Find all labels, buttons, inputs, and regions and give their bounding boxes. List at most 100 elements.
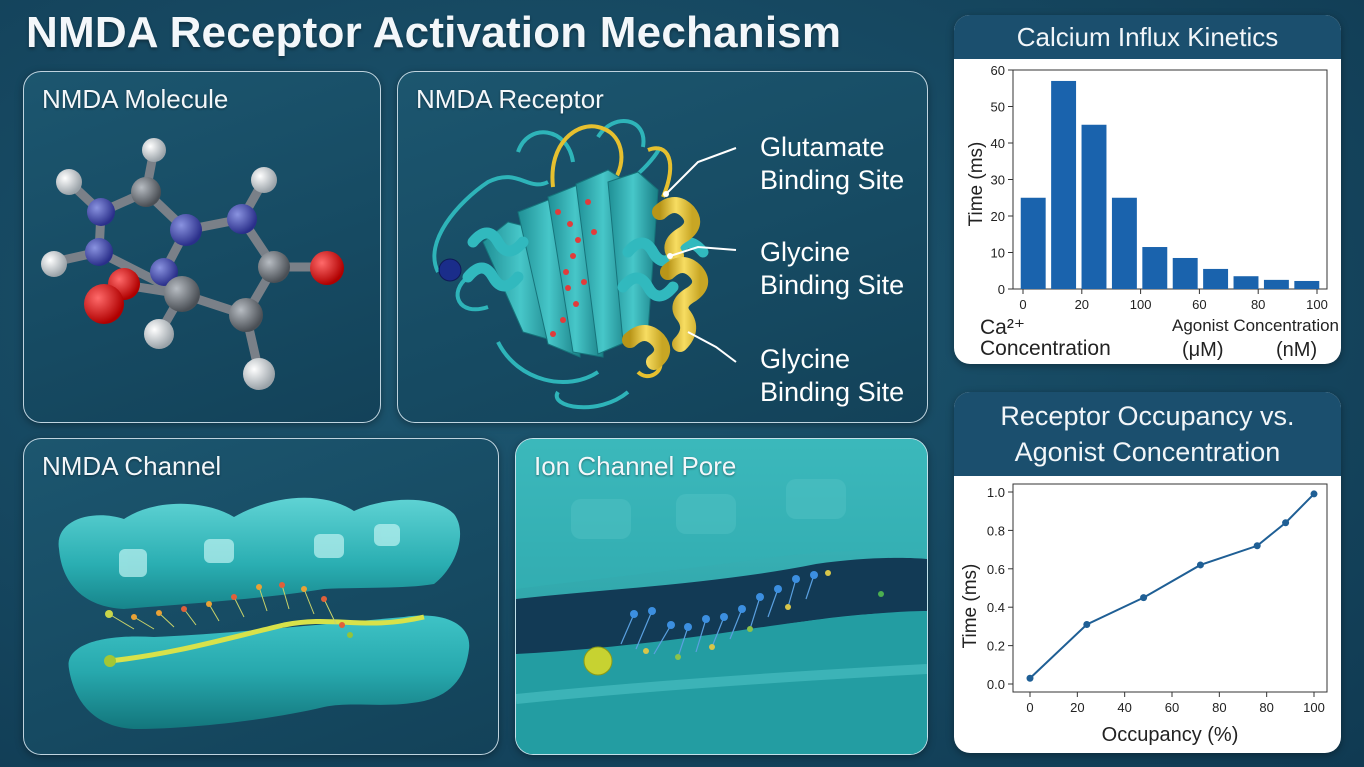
chart1-bar (1263, 279, 1289, 289)
chart1-bar (1111, 197, 1137, 289)
panel-title-channel: NMDA Channel (42, 451, 222, 481)
chart1-xtick-label: 100 (1130, 297, 1152, 312)
chart2-series-line (1029, 493, 1315, 679)
ion-dots (105, 582, 353, 638)
pore-upper-wall (516, 439, 927, 589)
panel-nmda-molecule: NMDA Molecule (23, 71, 381, 423)
ion-strand (108, 584, 337, 630)
chart1-bar (1294, 280, 1320, 289)
nmda-channel-illustration (58, 497, 470, 729)
chart1-bar (1233, 276, 1259, 289)
chart2-xlabel: Occupancy (%) (1102, 724, 1239, 746)
chart1-ytick-label: 50 (991, 100, 1005, 115)
yellow-helices (622, 197, 709, 370)
chart2-ytick-label: 0.6 (987, 562, 1005, 577)
ion-sphere (583, 646, 613, 676)
chart1-ylabel: Time (ms) (966, 142, 987, 227)
chart1-ytick-label: 40 (991, 136, 1005, 151)
chart-receptor-occupancy: Receptor Occupancy vs. Agonist Concentra… (954, 392, 1341, 753)
chart2-ytick-label: 0.4 (987, 600, 1005, 615)
chart2-xtick-label: 40 (1117, 700, 1131, 715)
panel-nmda-receptor: NMDA Receptor (397, 71, 928, 423)
chart2-point (1140, 594, 1148, 602)
chart1-ytick-label: 10 (991, 246, 1005, 261)
chart2-title-line1: Receptor Occupancy vs. (1000, 401, 1295, 431)
label-glycine1-line2: Binding Site (760, 270, 904, 300)
chart2-ylabel: Time (ms) (960, 564, 981, 649)
ion-pore-illustration (516, 439, 927, 754)
chart1-xlabel-left-2: Concentration (980, 337, 1111, 360)
chart1-xtick-label: 80 (1251, 297, 1265, 312)
chart2-xtick-label: 20 (1070, 700, 1084, 715)
label-glycine2-line2: Binding Site (760, 377, 904, 407)
chart2-xtick-label: 60 (1165, 700, 1179, 715)
terminal-sphere (438, 258, 462, 282)
chart2-point (1026, 674, 1034, 682)
chart1-ytick-label: 0 (998, 282, 1005, 297)
pore-ion-strand (620, 574, 815, 658)
chart2-title-line2: Agonist Concentration (1014, 437, 1281, 467)
chart1-xtick-label: 100 (1306, 297, 1328, 312)
label-glutamate-line2: Binding Site (760, 165, 904, 195)
chart2-point (1282, 519, 1290, 527)
panel-nmda-channel: NMDA Channel (23, 438, 499, 755)
chart1-xlabel-unit-nm: (nM) (1276, 339, 1317, 361)
chart1-bar (1020, 197, 1046, 289)
molecule-atoms (41, 138, 344, 390)
chart1-xtick-label: 20 (1075, 297, 1089, 312)
panel-ion-channel-pore: Ion Channel Pore (515, 438, 928, 755)
chart2-xtick-label: 100 (1303, 700, 1325, 715)
chart1-title: Calcium Influx Kinetics (1016, 22, 1279, 52)
chart2-point (1310, 490, 1318, 498)
chart2-xtick-label: 80 (1212, 700, 1226, 715)
chart2-xtick-label: 80 (1259, 700, 1273, 715)
chart1-xtick-label: 60 (1192, 297, 1206, 312)
chart2-ytick-label: 1.0 (987, 485, 1005, 500)
pore-ion-dots (630, 570, 884, 660)
chart2-header: Receptor Occupancy vs. Agonist Concentra… (954, 392, 1341, 476)
panel-title-pore: Ion Channel Pore (534, 451, 737, 481)
label-glycine-site-2: Glycine Binding Site (760, 344, 904, 407)
chart1-bar (1051, 80, 1077, 289)
chart1-bar (1142, 247, 1168, 289)
chart-calcium-influx: Calcium Influx Kinetics Time (ms) Ca²⁺ C… (954, 15, 1341, 364)
nmda-receptor-illustration: Glutamate Binding Site Glycine Binding S… (432, 119, 904, 410)
chart1-bar (1081, 124, 1107, 289)
chart1-ytick-label: 30 (991, 173, 1005, 188)
page-title: NMDA Receptor Activation Mechanism (26, 8, 842, 57)
chart1-xlabel-right-top: Agonist Concentration (1172, 316, 1339, 335)
chart2-point (1253, 542, 1261, 550)
chart2-ytick-label: 0.8 (987, 523, 1005, 538)
residue-chain (550, 199, 597, 337)
nmda-molecule-illustration (41, 138, 344, 390)
label-glycine1-line1: Glycine (760, 237, 850, 267)
chart1-bar (1203, 268, 1229, 289)
chart1-xlabel-unit-um: (μM) (1182, 339, 1224, 361)
chart1-ytick-label: 60 (991, 63, 1005, 78)
panel-title-receptor: NMDA Receptor (416, 84, 604, 114)
channel-upper-wall (58, 497, 461, 609)
chart2-ytick-label: 0.0 (987, 677, 1005, 692)
chart2-xtick-label: 0 (1026, 700, 1033, 715)
label-glycine2-line1: Glycine (760, 344, 850, 374)
pointer-lines (665, 147, 737, 363)
chart2-ytick-label: 0.2 (987, 639, 1005, 654)
chart1-xlabel-left-1: Ca²⁺ (980, 316, 1025, 339)
label-glutamate-line1: Glutamate (760, 132, 885, 162)
channel-lower-wall (68, 615, 470, 729)
label-glutamate-site: Glutamate Binding Site (760, 132, 904, 195)
chart1-xtick-label: 0 (1019, 297, 1026, 312)
chart2-frame (1012, 483, 1328, 693)
chart2-plot: Time (ms) Occupancy (%) 0.0 0.2 0.4 0.6 0.8 1… (960, 483, 1328, 746)
pore-cavity (516, 557, 927, 659)
chart1-ytick-label: 20 (991, 209, 1005, 224)
chart1-bar (1172, 257, 1198, 289)
ion-path (108, 614, 425, 664)
label-glycine-site-1: Glycine Binding Site (760, 237, 904, 300)
chart1-plot: Time (ms) Ca²⁺ Concentration Agonist Con… (966, 63, 1339, 361)
chart2-point (1083, 620, 1091, 628)
chart2-point (1196, 561, 1204, 569)
teal-helices (462, 227, 709, 302)
chart1-header: Calcium Influx Kinetics (954, 15, 1341, 59)
panel-title-molecule: NMDA Molecule (42, 84, 229, 114)
